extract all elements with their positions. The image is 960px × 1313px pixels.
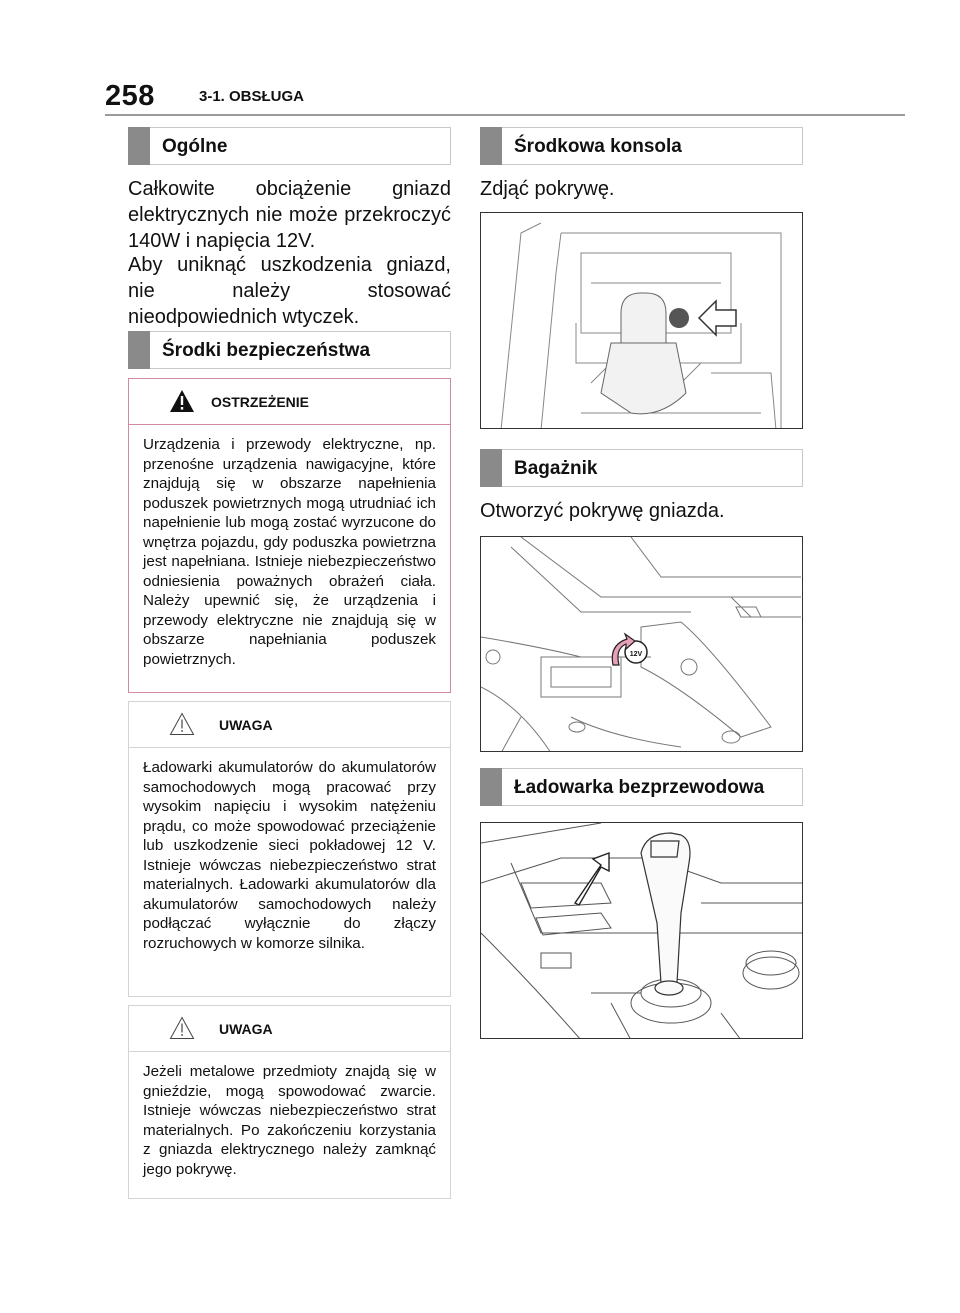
- warning-triangle-icon: [170, 390, 194, 412]
- caution-box-1: UWAGA Ładowarki akumulatorów do akumulat…: [128, 701, 451, 997]
- heading-tab: [128, 127, 150, 165]
- warning-header: OSTRZEŻENIE: [129, 379, 450, 425]
- wireless-illustration: [481, 823, 802, 1038]
- general-paragraph-1: Całkowite obciążenie gniazd elektrycznyc…: [128, 178, 451, 252]
- general-paragraph-2: Aby uniknąć uszkodzenia gniazd, nie nale…: [128, 254, 451, 328]
- page-number: 258: [105, 80, 155, 112]
- section-console-title: Środkowa konsola: [514, 136, 682, 157]
- section-general-heading: Ogólne: [128, 127, 451, 165]
- trunk-instruction: Otworzyć pokrywę gniazda.: [480, 500, 725, 522]
- caution-text-2: Jeżeli metalowe przedmioty znajdą się w …: [143, 1063, 436, 1178]
- warning-box: OSTRZEŻENIE Urządzenia i przewody elektr…: [128, 378, 451, 693]
- caution-triangle-icon: [169, 712, 195, 735]
- socket-12v-label: 12V: [630, 651, 643, 658]
- warning-text: Urządzenia i przewody elektryczne, np. p…: [143, 436, 436, 668]
- section-wireless-title: Ładowarka bezprzewodowa: [514, 777, 765, 798]
- console-socket-figure: [480, 212, 803, 429]
- section-wireless-heading: Ładowarka bezprzewodowa: [480, 768, 803, 806]
- heading-tab: [480, 768, 502, 806]
- console-instruction: Zdjąć pokrywę.: [480, 178, 615, 200]
- section-safety-heading: Środki bezpieczeństwa: [128, 331, 451, 369]
- section-trunk-title: Bagażnik: [514, 458, 598, 479]
- caution-header-1: UWAGA: [129, 702, 450, 748]
- trunk-socket-figure: 12V: [480, 536, 803, 752]
- wireless-charger-figure: [480, 822, 803, 1039]
- caution-title-1: UWAGA: [219, 717, 273, 733]
- section-trunk-heading: Bagażnik: [480, 449, 803, 487]
- caution-triangle-icon: [169, 1016, 195, 1039]
- console-illustration: [500, 222, 782, 428]
- caution-box-2: UWAGA Jeżeli metalowe przedmioty znajdą …: [128, 1005, 451, 1199]
- chapter-title: 3-1. OBSŁUGA: [199, 88, 305, 105]
- trunk-illustration: 12V: [481, 537, 801, 751]
- section-console-heading: Środkowa konsola: [480, 127, 803, 165]
- warning-title: OSTRZEŻENIE: [211, 394, 310, 410]
- caution-title-2: UWAGA: [219, 1021, 273, 1037]
- header-rule: [105, 114, 905, 116]
- page-header: 258 3-1. OBSŁUGA: [105, 80, 905, 118]
- heading-tab: [128, 331, 150, 369]
- heading-tab: [480, 127, 502, 165]
- section-safety-title: Środki bezpieczeństwa: [162, 340, 371, 361]
- section-general-title: Ogólne: [162, 136, 228, 157]
- caution-header-2: UWAGA: [129, 1006, 450, 1052]
- heading-tab: [480, 449, 502, 487]
- caution-text-1: Ładowarki akumulatorów do akumulatorów s…: [143, 759, 436, 952]
